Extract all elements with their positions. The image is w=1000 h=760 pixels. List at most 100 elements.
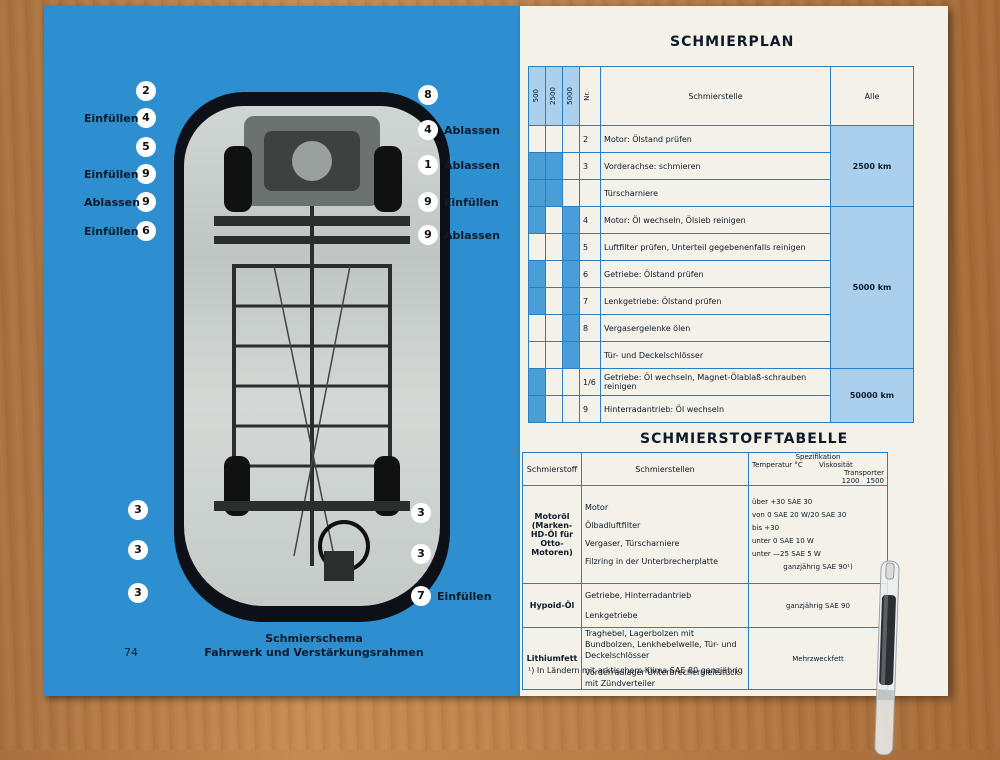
temp-cond: über <box>752 497 769 506</box>
callout-marker: 3 <box>411 544 431 564</box>
row-text: Luftfilter prüfen, Unterteil gegebenenfa… <box>600 233 831 261</box>
stelle-item: Filzring in der Unterbrecherplatte <box>585 556 718 566</box>
stelle-item: Lenkgetriebe <box>585 610 638 620</box>
schmierstofftabelle-title: SCHMIERSTOFFTABELLE <box>640 431 849 447</box>
row-nr: 2 <box>579 125 601 153</box>
chassis-photo <box>184 106 440 606</box>
callout-label: Ablassen <box>444 229 500 242</box>
table-row: 9 Hinterradantrieb: Öl wechseln <box>528 395 914 423</box>
callout-marker: 3 <box>411 503 431 523</box>
callout-marker: 6 <box>136 221 156 241</box>
row-nr: 4 <box>579 206 601 234</box>
hypoid-name: Hypoid-Öl <box>522 583 582 628</box>
stelle-item: Ölbadluftfilter <box>585 520 641 530</box>
km-col-header: 500 <box>532 89 540 103</box>
row-text: Türscharniere <box>600 179 831 207</box>
stelle-item: Vorderradlager Unterbrechergleitstück mi… <box>585 668 740 688</box>
callout-marker: 8 <box>418 85 438 105</box>
caption-title: Schmierschema <box>265 632 363 645</box>
table-row: 6 Getriebe: Ölstand prüfen <box>528 260 914 288</box>
callout-label: Ablassen <box>444 159 500 172</box>
row-nr: 9 <box>579 395 601 423</box>
row-nr: 5 <box>579 233 601 261</box>
temp-value: +30 <box>770 497 786 506</box>
transporter-1200: 1200 <box>841 477 860 485</box>
callout-label: Einfüllen <box>444 196 499 209</box>
callout-label: Ablassen <box>444 124 500 137</box>
interval-2500: 2500 km <box>830 125 914 207</box>
row-text: Vergasergelenke ölen <box>600 314 831 342</box>
table-row: Türscharniere <box>528 179 914 207</box>
interval-50000: 50000 km <box>830 368 914 423</box>
callout-marker: 7 <box>411 586 431 606</box>
table-row: 8 Vergasergelenke ölen <box>528 314 914 342</box>
km-col-header: 2500 <box>549 87 557 105</box>
interval-5000: 5000 km <box>830 206 914 369</box>
hypoid-spec: ganzjährig SAE 90 <box>748 583 888 628</box>
schmierstelle-header: Schmierstelle <box>600 66 831 126</box>
callout-marker: 9 <box>418 225 438 245</box>
stelle-item: Traghebel, Lagerbolzen mit Bundbolzen, L… <box>585 629 737 660</box>
km-col-header: 5000 <box>566 87 574 105</box>
row-text: Motor: Öl wechseln, Ölsieb reinigen <box>600 206 831 234</box>
row-nr: 7 <box>579 287 601 315</box>
row-text: Hinterradantrieb: Öl wechseln <box>600 395 831 423</box>
table-header-row: Schmierstoff Schmierstellen Spezifikatio… <box>522 452 888 486</box>
temp-cond: unter <box>752 549 771 558</box>
spezifikation-header: Spezifikation <box>795 453 841 461</box>
row-nr: 8 <box>579 314 601 342</box>
callout-label: Ablassen <box>84 196 140 209</box>
chassis-drawing <box>214 116 410 581</box>
callout-label: Einfüllen <box>84 168 139 181</box>
temp-spec: SAE 10 W <box>779 536 814 545</box>
temp-spec: SAE 5 W <box>791 549 821 558</box>
pen-drawing <box>874 560 900 756</box>
row-nr: 6 <box>579 260 601 288</box>
transporter-header: Transporter <box>843 469 884 477</box>
temp-cond: unter <box>752 536 771 545</box>
callout-marker: 3 <box>128 500 148 520</box>
temp-cond: bis <box>752 523 763 532</box>
viskositaet-header: Viskosität <box>819 461 853 469</box>
table-row: 4 Motor: Öl wechseln, Ölsieb reinigen 50… <box>528 206 914 369</box>
table-row: 1/6 Getriebe: Öl wechseln, Magnet-Ölabla… <box>528 368 914 423</box>
schmierstoff-table: Schmierstoff Schmierstellen Spezifikatio… <box>522 452 888 690</box>
row-nr <box>579 179 601 207</box>
callout-marker: 3 <box>128 540 148 560</box>
stelle-item: Getriebe, Hinterradantrieb <box>585 590 692 600</box>
nr-header: Nr. <box>583 91 591 101</box>
row-text: Getriebe: Ölstand prüfen <box>600 260 831 288</box>
stelle-item: Vergaser, Türscharniere <box>585 538 680 548</box>
row-nr: 3 <box>579 152 601 180</box>
callout-label: Einfüllen <box>437 590 492 603</box>
table-row: Hypoid-Öl Getriebe, Hinterradantrieb Len… <box>522 583 888 628</box>
motoroel-name: Motoröl (Marken-HD-Öl für Otto-Motoren) <box>522 485 582 584</box>
lithium-name: Lithiumfett <box>522 627 582 690</box>
temp-value: —25 <box>773 549 789 558</box>
temp-value: 0 <box>767 510 772 519</box>
callout-marker: 5 <box>136 137 156 157</box>
callout-marker: 2 <box>136 81 156 101</box>
row-text: Vorderachse: schmieren <box>600 152 831 180</box>
temp-value: 0 <box>773 536 778 545</box>
callout-marker: 4 <box>418 120 438 140</box>
pen <box>867 554 908 756</box>
motoroel-note: ganzjährig SAE 90¹) <box>783 562 853 571</box>
temp-spec: SAE 30 <box>787 497 813 506</box>
row-nr <box>579 341 601 369</box>
temp-cond: von <box>752 510 765 519</box>
table-header-row: 500 2500 5000 Nr. Schmierstelle Alle <box>528 66 914 126</box>
schmierplan-title: SCHMIERPLAN <box>670 34 795 50</box>
footnote: ¹) In Ländern mit arktischem Klima SAE 8… <box>528 666 743 675</box>
alle-header: Alle <box>830 66 914 126</box>
table-row: 5 Luftfilter prüfen, Unterteil gegebenen… <box>528 233 914 261</box>
temp-spec: SAE 20 W/20 SAE 30 <box>773 510 847 519</box>
callout-label: Einfüllen <box>84 225 139 238</box>
row-text: Tür- und Deckelschlösser <box>600 341 831 369</box>
callout-label: Einfüllen <box>84 112 139 125</box>
callout-marker: 1 <box>418 155 438 175</box>
transporter-1500: 1500 <box>866 477 884 485</box>
page-number: 74 <box>124 646 138 659</box>
table-row: Lithiumfett Traghebel, Lagerbolzen mit B… <box>522 627 888 690</box>
row-nr: 1/6 <box>579 368 601 396</box>
